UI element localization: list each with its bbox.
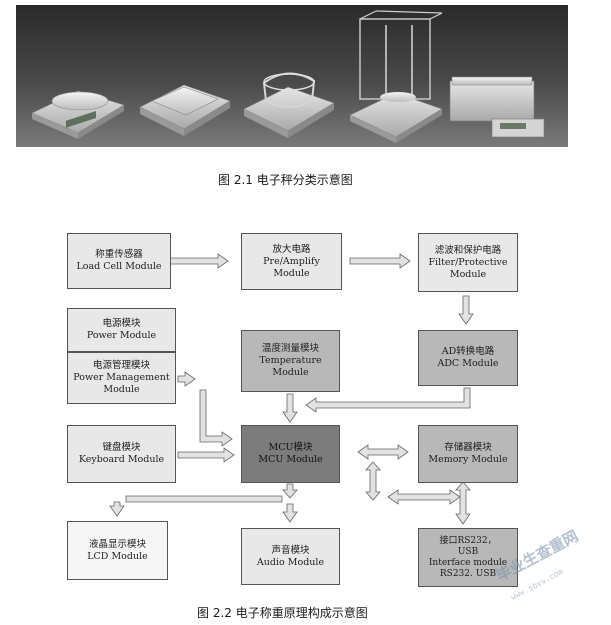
power-mgmt-zh: 电源管理模块	[92, 360, 150, 371]
arrow-to-lcd	[109, 501, 125, 517]
adc-module-box: AD转换电路 ADC Module	[418, 330, 518, 386]
arrow-to-interface-h	[387, 489, 461, 505]
load-cell-en: Load Cell Module	[76, 261, 162, 272]
power-mgmt-en2: Module	[103, 384, 140, 395]
memory-zh: 存储器模块	[444, 442, 492, 453]
power-zh: 电源模块	[102, 318, 141, 329]
figure-2-2-caption: 图 2.2 电子称重原理构成示意图	[197, 606, 368, 620]
power-management-box: 电源管理模块 Power Management Module	[67, 352, 176, 404]
adc-zh: AD转换电路	[441, 346, 495, 357]
temperature-module-box: 温度测量模块 Temperature Module	[241, 330, 340, 392]
figure-2-1-caption: 图 2.1 电子秤分类示意图	[218, 173, 353, 187]
scale-4	[349, 10, 443, 143]
arrow-keyboard-to-mcu	[177, 447, 235, 463]
arrow-adc-to-mcu	[305, 387, 471, 413]
power-mgmt-en1: Power Management	[73, 372, 170, 383]
keyboard-module-box: 键盘模块 Keyboard Module	[67, 425, 176, 483]
filter-zh: 滤波和保护电路	[434, 244, 502, 256]
audio-en: Audio Module	[256, 556, 325, 568]
arrow-filter-to-adc	[458, 295, 474, 325]
amplify-module-box: 放大电路 Pre/Amplify Module	[241, 233, 342, 290]
mcu-en: MCU Module	[258, 454, 323, 465]
scales-illustration	[31, 10, 545, 143]
lcd-module-box: 液晶显示模块 LCD Module	[67, 521, 168, 580]
memory-module-box: 存储器模块 Memory Module	[418, 425, 518, 483]
scale-5	[449, 76, 545, 138]
amplify-en2: Module	[273, 267, 310, 279]
mcu-zh: MCU模块	[268, 442, 313, 453]
keyboard-zh: 键盘模块	[102, 442, 141, 453]
amplify-en1: Pre/Amplify	[263, 255, 320, 267]
power-en: Power Module	[86, 330, 157, 341]
arrow-power-down	[199, 389, 233, 447]
audio-zh: 声音模块	[271, 544, 310, 556]
power-module-box: 电源模块 Power Module	[67, 308, 176, 352]
arrow-power-to-right	[177, 371, 196, 387]
interface-module-box: 接口RS232， USB Interface module RS232. USB	[418, 528, 518, 587]
scale-3	[243, 72, 335, 138]
load-cell-zh: 称重传感器	[95, 249, 143, 260]
arrow-amplify-to-filter	[349, 253, 411, 269]
audio-module-box: 声音模块 Audio Module	[241, 528, 340, 585]
filter-en2: Module	[449, 268, 487, 280]
temperature-zh: 温度测量模块	[261, 343, 319, 354]
lcd-zh: 液晶显示模块	[88, 538, 146, 550]
interface-l1: 接口RS232，	[439, 535, 497, 546]
memory-en: Memory Module	[428, 454, 508, 465]
electronic-scales-photo	[16, 5, 568, 147]
interface-l4: RS232. USB	[439, 568, 497, 579]
arrow-vertical-double	[365, 461, 381, 501]
keyboard-en: Keyboard Module	[78, 454, 165, 465]
arrow-loadcell-to-amplify	[169, 253, 229, 269]
adc-en: ADC Module	[437, 358, 499, 369]
arrow-mcu-down	[282, 483, 298, 499]
interface-l2: USB	[457, 546, 479, 557]
load-cell-module-box: 称重传感器 Load Cell Module	[67, 233, 171, 289]
filter-protective-box: 滤波和保护电路 Filter/Protective Module	[418, 233, 518, 292]
arrow-memory-interface	[455, 481, 471, 525]
scale-1	[31, 90, 125, 139]
temperature-en2: Module	[272, 367, 309, 378]
amplify-zh: 放大电路	[272, 243, 311, 255]
arrow-mcu-memory	[357, 444, 409, 460]
temperature-en1: Temperature	[259, 355, 322, 366]
scale-2	[139, 84, 231, 136]
lcd-en: LCD Module	[87, 550, 148, 562]
arrow-temp-to-mcu	[282, 393, 298, 423]
interface-l3: Interface module	[428, 557, 508, 568]
arrow-to-lcd-line	[125, 495, 283, 503]
mcu-module-box: MCU模块 MCU Module	[241, 425, 340, 483]
filter-en1: Filter/Protective	[428, 256, 508, 268]
arrow-to-audio	[282, 503, 298, 523]
